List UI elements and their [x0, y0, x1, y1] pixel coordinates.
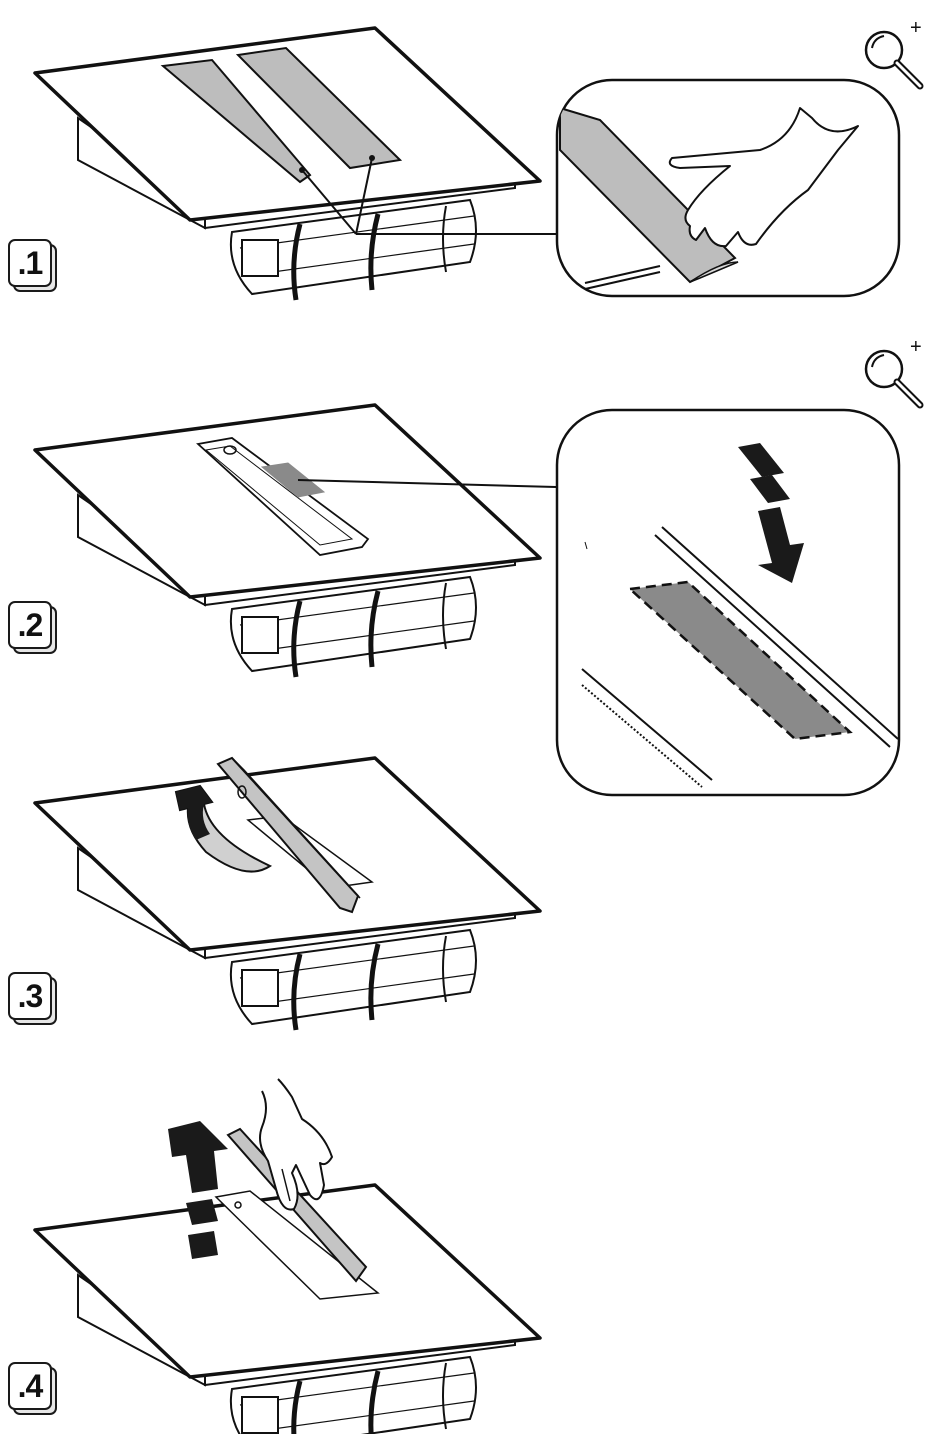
protective-tape-strip-left	[160, 58, 312, 184]
extractor-lid-lifted	[216, 756, 360, 914]
hob-unit	[35, 405, 540, 677]
step-1-label: .1	[8, 239, 52, 287]
direction-arrow-icon	[758, 507, 804, 583]
step-3-label: .3	[8, 972, 52, 1020]
step-2-badge: .2	[8, 601, 57, 654]
step-4-badge: .4	[8, 1362, 57, 1415]
direction-arrow-icon	[168, 1121, 228, 1193]
step-2-hob-illustration	[0, 377, 937, 797]
step-1-hob-illustration	[0, 0, 937, 330]
marked-strip-dashed	[627, 580, 853, 741]
step-4-hob-illustration	[0, 1078, 937, 1434]
protective-tape-strip-right	[235, 46, 403, 170]
gloved-hand-icon	[668, 107, 859, 248]
step-2-label: .2	[8, 601, 52, 649]
magnifier-plus-icon	[866, 336, 922, 405]
gloved-hand-icon	[259, 1078, 333, 1211]
step-3-hob-illustration	[0, 730, 937, 1070]
hob-unit	[35, 758, 540, 1030]
magnifier-plus-icon	[866, 17, 922, 86]
step-4-label: .4	[8, 1362, 52, 1410]
step-1-badge: .1	[8, 239, 57, 292]
lid-marked-area	[260, 462, 326, 498]
extractor-lid	[196, 437, 370, 556]
extractor-lid-removed	[226, 1127, 368, 1283]
step-3-badge: .3	[8, 972, 57, 1025]
